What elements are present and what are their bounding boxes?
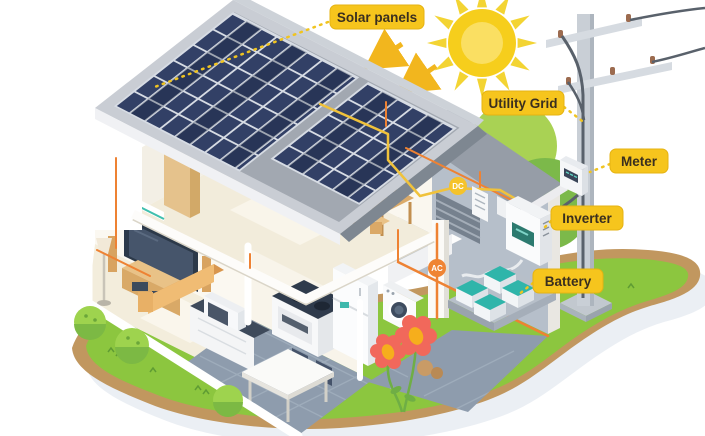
speaker-left [108, 236, 117, 272]
battery-label-text: Battery [545, 274, 592, 289]
battery-unit [502, 280, 534, 308]
solar-panels-leader [150, 20, 330, 90]
roof-ridge-band [233, 0, 484, 126]
utility-grid-label: Utility Grid [481, 90, 565, 116]
bush [115, 328, 149, 364]
insulators [558, 14, 655, 85]
bush [74, 306, 106, 340]
dc-badge-text: DC [452, 182, 464, 191]
meter-box [560, 156, 588, 196]
inverter-leader [542, 219, 553, 230]
flower [395, 315, 437, 356]
house-interior [88, 76, 548, 434]
staircase [435, 192, 481, 244]
dc-wire [318, 102, 516, 200]
bush [213, 385, 243, 417]
meter-display [564, 168, 578, 183]
microwave [204, 292, 246, 331]
roof-right-fascia [340, 126, 487, 242]
label-leaders [150, 20, 612, 297]
crossarm-upper [546, 18, 642, 48]
floor-lamp [96, 238, 112, 306]
ac-badge-text: AC [431, 264, 443, 273]
battery-unit [474, 294, 506, 322]
ac-badge: AC [428, 259, 446, 277]
dc-badge: DC [449, 177, 467, 195]
rocks [417, 360, 443, 379]
dining-table [242, 349, 334, 422]
meter-label: Meter [609, 148, 669, 174]
solar-panel-arrays [113, 12, 457, 205]
inverter-display [512, 222, 534, 247]
wiring [96, 101, 550, 338]
solar-panels-label: Solar panels [329, 4, 425, 30]
utility-grid-label-text: Utility Grid [488, 96, 557, 111]
sun-icon [427, 0, 537, 98]
sofa [138, 264, 224, 314]
meter-label-text: Meter [621, 154, 658, 169]
roof-eave-underside [95, 108, 340, 245]
battery-bank [448, 266, 556, 331]
crossarm-lower [558, 62, 672, 94]
inverter-label: Inverter [550, 205, 624, 231]
battery-label: Battery [532, 268, 604, 294]
utility-floor [368, 330, 548, 412]
solar-panels-label-text: Solar panels [337, 10, 417, 25]
inverter [506, 196, 552, 266]
callout-labels: Solar panels Utility Grid Meter Inverter… [329, 4, 669, 294]
flowers [370, 315, 437, 413]
inverter-label-text: Inverter [562, 211, 612, 226]
utility-grid-leader [562, 105, 588, 126]
tv [124, 216, 198, 292]
utility-pole [517, 6, 705, 322]
roof [95, 0, 568, 245]
battery-leader [516, 281, 535, 297]
floor-slab [131, 209, 436, 306]
